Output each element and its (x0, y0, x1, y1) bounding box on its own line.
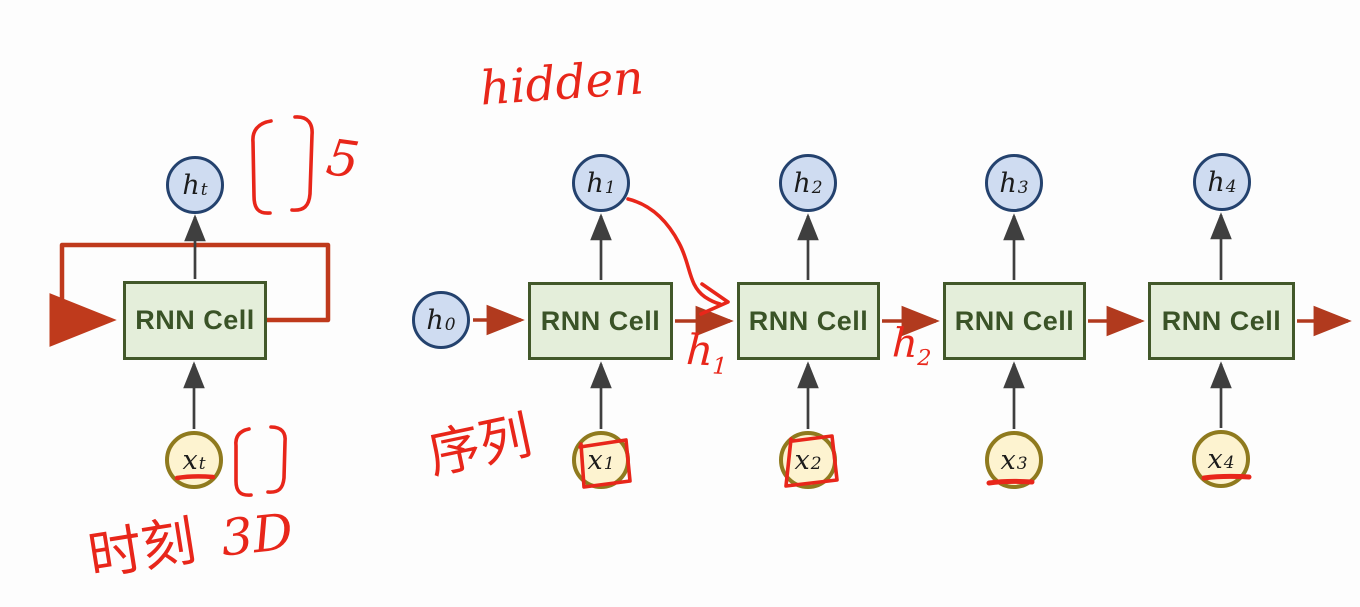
node-label: x (1207, 443, 1223, 475)
node-label-sub: 3 (1017, 178, 1029, 198)
node-label-sub: 1 (604, 178, 616, 198)
rnn-cell-4: RNN Cell (1148, 282, 1295, 360)
node-label-sub: t (198, 454, 206, 474)
node-label: h (182, 169, 200, 201)
rnn-cell-2: RNN Cell (737, 282, 880, 360)
rnn-cell-folded: RNN Cell (123, 281, 267, 360)
node-label: h (999, 167, 1017, 199)
rnn-cell-label: RNN Cell (540, 305, 661, 336)
annotation-timestep: 时刻 (83, 508, 201, 589)
node-label: x (182, 444, 198, 476)
hand-bracket-right-ht (290, 115, 314, 212)
node-label-sub: 0 (444, 315, 456, 335)
node-label: h (426, 304, 444, 336)
node-label: h (793, 167, 811, 199)
annotation-hidden: hidden (478, 50, 646, 117)
node-label-sub: 3 (1016, 454, 1028, 474)
rnn-cell-label: RNN Cell (748, 305, 869, 336)
node-label-sub: 2 (811, 178, 823, 198)
node-label: h (1207, 166, 1225, 198)
rnn-cell-label: RNN Cell (1161, 305, 1282, 336)
annotation-h1: h1 (684, 324, 728, 381)
hand-arrowhead (699, 282, 730, 316)
hand-bracket-left-xt (234, 427, 253, 497)
node-label-sub: 2 (810, 454, 822, 474)
node-label: x (587, 444, 603, 476)
rnn-cell-1: RNN Cell (528, 282, 673, 360)
node-label-sub: 4 (1225, 177, 1237, 197)
hand-bracket-right-xt (266, 425, 287, 494)
node-label: x (1000, 444, 1016, 476)
node-label-sub: 1 (603, 454, 615, 474)
rnn-cell-label: RNN Cell (954, 305, 1075, 336)
rnn-cell-3: RNN Cell (943, 282, 1086, 360)
annotation-sequence: 序列 (422, 405, 538, 487)
annotation-hidden-size: 5 (323, 128, 363, 190)
node-label: x (794, 444, 810, 476)
annotation-input-dims: 3D (218, 502, 296, 568)
node-label: h (586, 167, 604, 199)
rnn-cell-label: RNN Cell (135, 305, 255, 335)
node-label-sub: 4 (1223, 453, 1235, 473)
node-label-sub: t (200, 180, 208, 200)
hand-bracket-left-ht (251, 119, 273, 215)
annotation-h2: h2 (891, 320, 932, 372)
